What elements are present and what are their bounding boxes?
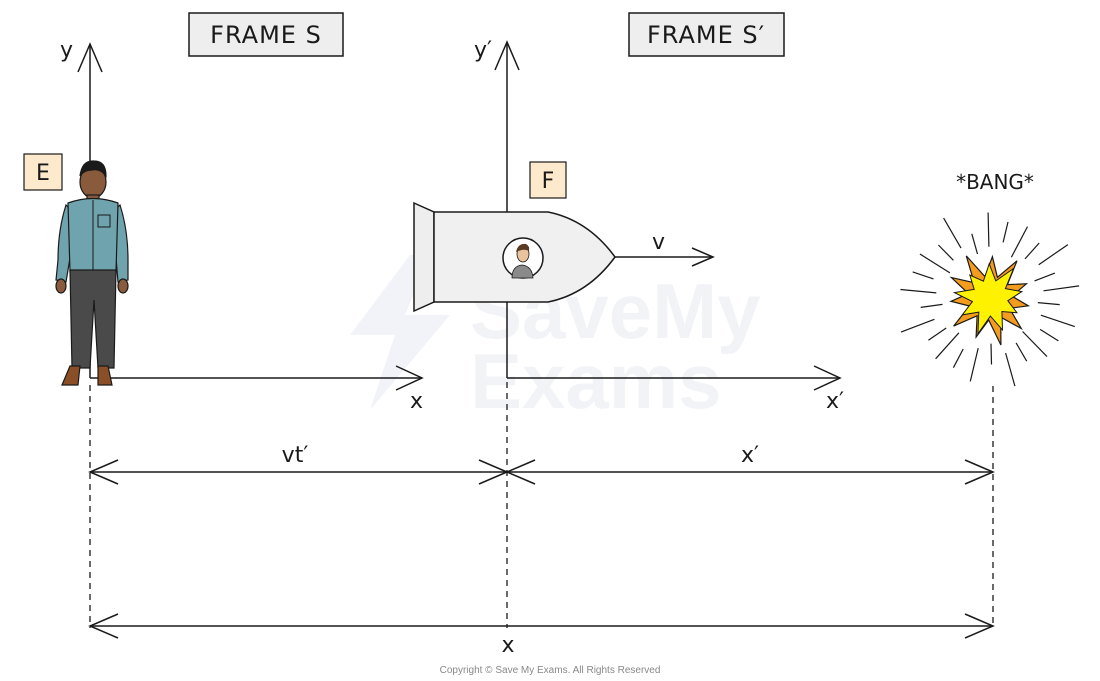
frame-s-prime-axes: [494, 40, 842, 391]
bang-ray: [1040, 314, 1075, 328]
bang-ray: [1034, 272, 1056, 282]
bang-ray: [990, 343, 993, 365]
bang-explosion-icon: [900, 212, 1080, 387]
bang-ray: [912, 271, 934, 280]
s-prime-y-axis-label: y′: [474, 38, 492, 63]
s-prime-x-axis-label: x′: [826, 389, 844, 414]
s-prime-x-arrowhead-icon: [813, 365, 842, 391]
bang-ray: [1024, 242, 1040, 260]
rocket: [413, 201, 616, 313]
bang-ray: [935, 332, 960, 360]
observer-e-person: [55, 160, 129, 386]
vt-prime-label: vt′: [282, 443, 309, 468]
s-x-arrowhead-icon: [395, 365, 424, 391]
bang-ray: [1010, 226, 1029, 258]
bang-ray: [1043, 285, 1080, 292]
frame-s-prime-label: FRAME S′: [628, 12, 785, 57]
bang-ray: [987, 212, 990, 247]
velocity-arrowhead-icon: [691, 247, 715, 267]
x-prime-distance-label: x′: [741, 443, 759, 468]
bang-ray: [1038, 244, 1069, 266]
watermark-bolt-icon: [350, 255, 450, 410]
frame-s-text: FRAME S: [210, 21, 322, 49]
x-total-label: x: [501, 633, 514, 658]
observer-f-tag: F: [529, 161, 567, 199]
frame-s-axes: [77, 42, 424, 391]
observer-f-tag-text: F: [542, 169, 555, 194]
bang-ray: [928, 327, 947, 341]
bang-ray: [952, 348, 964, 368]
bang-ray: [969, 347, 979, 382]
bang-ray: [900, 288, 937, 294]
copyright: Copyright © Save My Exams. All Rights Re…: [440, 665, 661, 676]
bang-ray: [919, 253, 951, 274]
observer-e-tag-text: E: [36, 161, 50, 186]
pilot-icon: [511, 243, 534, 279]
bang-ray: [937, 244, 954, 261]
bang-ray: [920, 303, 943, 308]
s-x-axis-label: x: [410, 389, 423, 414]
distance-arrows: [88, 459, 995, 639]
watermark-line2: Exams: [470, 337, 722, 425]
dashed-guides: [89, 382, 994, 628]
bang-ray: [900, 318, 935, 333]
observer-e-tag: E: [23, 153, 63, 191]
bang-ray: [1039, 328, 1059, 342]
frame-s-label: FRAME S: [188, 12, 344, 57]
bang-ray: [1002, 221, 1009, 243]
s-y-arrowhead-icon: [77, 42, 103, 73]
bang-ray: [1022, 331, 1048, 358]
velocity-label: v: [652, 230, 665, 255]
frame-s-prime-text: FRAME S′: [647, 21, 765, 49]
bang-ray: [943, 217, 962, 249]
event-label: *BANG*: [956, 170, 1034, 194]
s-prime-y-arrowhead-icon: [494, 40, 520, 71]
bang-ray: [1005, 352, 1016, 387]
bang-ray: [971, 233, 979, 255]
bang-ray: [1037, 302, 1060, 306]
bang-ray: [1015, 342, 1028, 362]
rocket-nozzle: [413, 201, 435, 313]
s-y-axis-label: y: [60, 38, 73, 63]
velocity-arrow: [615, 247, 715, 267]
watermark: SaveMy Exams: [350, 255, 761, 425]
